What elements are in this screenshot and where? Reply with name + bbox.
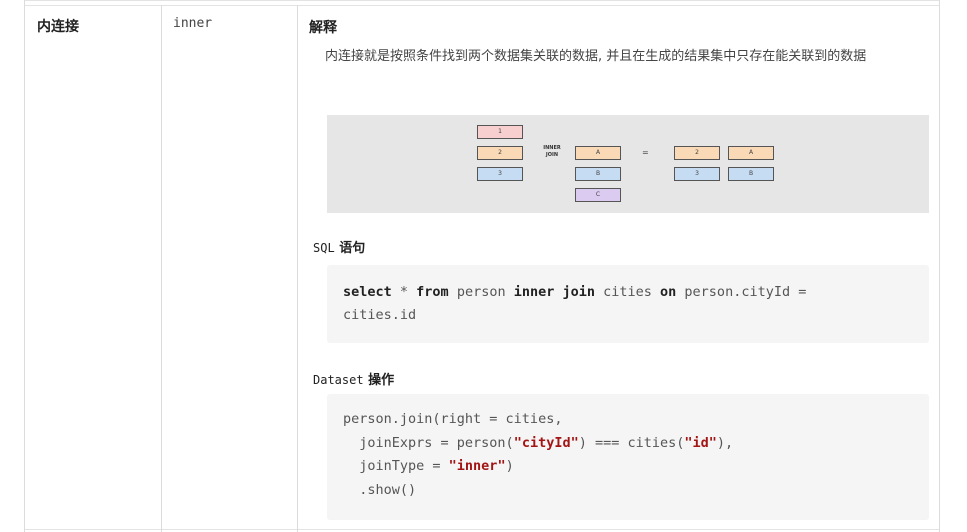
- ds-l2-string-cityid: "cityId": [513, 434, 579, 451]
- sql-heading-mono: SQL: [313, 241, 335, 255]
- dataset-heading-mono: Dataset: [313, 373, 364, 387]
- join-label-line1: INNER: [543, 145, 561, 151]
- result-right-cell-b: B: [728, 167, 774, 181]
- table-border-top: [25, 0, 939, 1]
- ds-l2a: joinExprs = person(: [343, 434, 514, 451]
- sql-heading: SQL 语句: [313, 237, 365, 256]
- ds-line-3: joinType = "inner"): [343, 455, 913, 479]
- sql-line-1: select * from person inner join cities o…: [343, 281, 913, 304]
- result-right-cell-a: A: [728, 146, 774, 160]
- ds-l3b: ): [505, 458, 514, 474]
- join-label: INNER JOIN: [532, 145, 572, 159]
- sql-heading-text: 语句: [339, 241, 366, 256]
- ds-l2b: ) === cities(: [578, 434, 685, 451]
- explain-heading: 解释: [309, 20, 337, 36]
- sql-kw-from: from: [416, 284, 449, 300]
- left-cell-1: 1: [477, 125, 523, 139]
- dataset-heading-text: 操作: [368, 373, 395, 388]
- left-cell-3: 3: [477, 167, 523, 181]
- sql-line-2: cities.id: [343, 307, 417, 323]
- right-cell-c: C: [575, 188, 621, 202]
- right-cell-a: A: [575, 146, 621, 160]
- column-separator-2: [297, 5, 298, 532]
- equals-sign: =: [642, 148, 649, 157]
- ds-l2-string-id: "id": [684, 434, 717, 451]
- join-type-name: 内连接: [37, 19, 79, 35]
- column-separator-1: [161, 5, 162, 532]
- sql-kw-select: select: [343, 284, 392, 300]
- ds-l2c: ),: [716, 434, 734, 451]
- join-type-key: inner: [173, 16, 213, 31]
- sql-person: person: [448, 284, 514, 300]
- inner-join-diagram: 1 2 3 INNER JOIN A B C = 2 3 A B: [327, 115, 929, 213]
- join-label-line2: JOIN: [545, 152, 559, 158]
- explain-text: 内连接就是按照条件找到两个数据集关联的数据, 并且在生成的结果集中只存在能关联到…: [325, 49, 867, 64]
- join-types-table: 内连接 inner 解释 内连接就是按照条件找到两个数据集关联的数据, 并且在生…: [24, 0, 940, 532]
- table-row-separator: [25, 5, 939, 6]
- ds-line-2: joinExprs = person("cityId") === cities(…: [343, 432, 913, 456]
- right-cell-b: B: [575, 167, 621, 181]
- left-cell-2: 2: [477, 146, 523, 160]
- dataset-code-block: person.join(right = cities, joinExprs = …: [327, 394, 929, 520]
- sql-code-block: select * from person inner join cities o…: [327, 265, 929, 343]
- sql-kw-on: on: [660, 284, 677, 300]
- sql-kw-inner-join: inner join: [513, 284, 595, 300]
- result-left-cell-2: 2: [674, 146, 720, 160]
- table-border-bottom: [25, 529, 939, 530]
- ds-line-4: .show(): [343, 481, 417, 498]
- ds-l3a: joinType =: [343, 458, 449, 474]
- ds-line-1: person.join(right = cities,: [343, 411, 563, 427]
- ds-l3-string-inner: "inner": [448, 458, 506, 474]
- dataset-heading: Dataset 操作: [313, 369, 394, 388]
- sql-cond-1: person.cityId =: [676, 284, 807, 300]
- sql-cities: cities: [595, 284, 661, 300]
- result-left-cell-3: 3: [674, 167, 720, 181]
- sql-star: *: [391, 284, 417, 300]
